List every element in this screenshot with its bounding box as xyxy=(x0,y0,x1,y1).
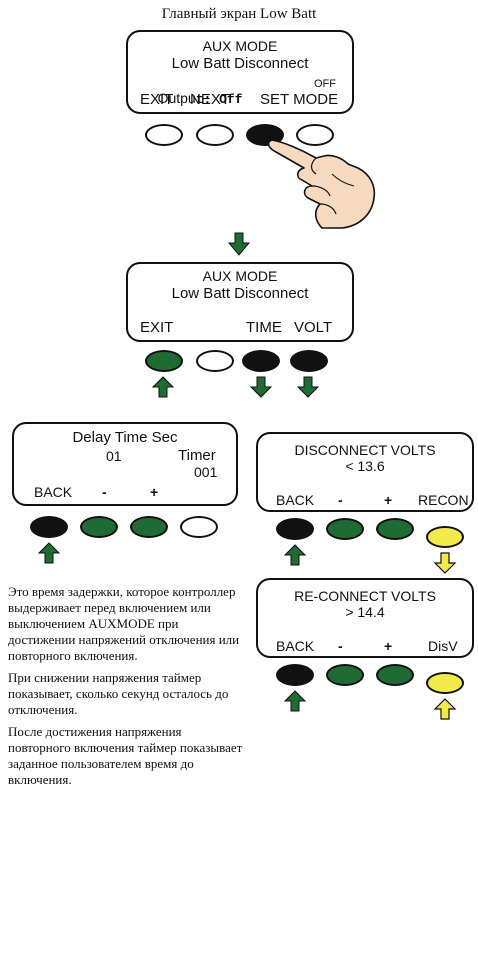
description-paragraph: Это время задержки, которое контроллер в… xyxy=(8,584,240,663)
disconnect-title: DISCONNECT VOLTS xyxy=(294,442,436,458)
reconnect-value: > 14.4 xyxy=(345,604,385,620)
up-arrow-icon xyxy=(433,698,457,720)
softkey-label-exit: EXIT xyxy=(140,91,174,108)
reconnect-title: RE-CONNECT VOLTS xyxy=(294,588,436,604)
softkey-label-back: BACK xyxy=(276,492,315,508)
softkey-label-time: TIME xyxy=(246,319,282,336)
output-value: t: Off xyxy=(195,92,243,107)
lcd-screen-reconnect-volts: RE-CONNECT VOLTS > 14.4 BACK - + DisV xyxy=(256,578,474,658)
softkey-label-set-mode: SET MODE xyxy=(260,91,339,108)
up-arrow-icon xyxy=(283,544,307,566)
softkey-label-minus: - xyxy=(338,638,343,654)
down-arrow-icon xyxy=(249,376,273,398)
output-label-text: Outpu xyxy=(157,90,196,106)
button-back[interactable] xyxy=(276,518,314,540)
diagram-title: Главный экран Low Batt xyxy=(161,6,317,22)
button-disv[interactable] xyxy=(426,672,464,694)
button-back[interactable] xyxy=(276,664,314,686)
button-volt[interactable] xyxy=(290,350,328,372)
softkey-label-back: BACK xyxy=(34,484,73,500)
button-plus[interactable] xyxy=(130,516,168,538)
description-paragraph: После достижения напряжения повторного в… xyxy=(8,724,243,787)
output-label: Output: Off xyxy=(142,74,243,124)
softkey-label-volt: VOLT xyxy=(294,319,333,336)
softkey-label-disv: DisV xyxy=(428,638,458,654)
screen-line-low-batt: Low Batt Disconnect xyxy=(171,285,309,302)
softkey-label-plus: + xyxy=(150,484,159,500)
up-arrow-icon xyxy=(283,690,307,712)
button-4[interactable] xyxy=(180,516,218,538)
softkey-label-minus: - xyxy=(102,484,107,500)
delay-value: 01 xyxy=(106,448,122,464)
softkey-label-plus: + xyxy=(384,638,393,654)
down-arrow-icon xyxy=(433,552,457,574)
button-recon[interactable] xyxy=(426,526,464,548)
button-2[interactable] xyxy=(196,350,234,372)
button-minus[interactable] xyxy=(326,664,364,686)
softkey-label-minus: - xyxy=(338,492,343,508)
lcd-screen-low-batt-menu: AUX MODE Low Batt Disconnect EXIT TIME V… xyxy=(126,262,354,342)
pointing-hand-icon xyxy=(267,139,376,229)
timer-label: Timer xyxy=(178,447,216,464)
softkey-label-next: NEXT xyxy=(190,91,231,108)
screen-line-aux-mode: AUX MODE xyxy=(202,268,278,284)
delay-title: Delay Time Sec xyxy=(72,429,178,446)
up-arrow-icon xyxy=(151,376,175,398)
down-arrow-icon xyxy=(296,376,320,398)
softkey-label-recon: RECON xyxy=(418,492,469,508)
screen-line-aux-mode: AUX MODE xyxy=(202,38,278,54)
up-arrow-icon xyxy=(37,542,61,564)
button-plus[interactable] xyxy=(376,518,414,540)
softkey-label-exit: EXIT xyxy=(140,319,174,336)
disconnect-value: < 13.6 xyxy=(345,458,385,474)
button-minus[interactable] xyxy=(326,518,364,540)
button-4[interactable] xyxy=(296,124,334,146)
button-minus[interactable] xyxy=(80,516,118,538)
down-arrow-icon xyxy=(227,232,251,256)
button-plus[interactable] xyxy=(376,664,414,686)
softkey-label-plus: + xyxy=(384,492,393,508)
timer-value: 001 xyxy=(194,464,218,480)
screen-line-low-batt: Low Batt Disconnect xyxy=(171,55,309,72)
description-text: Это время задержки, которое контроллер в… xyxy=(8,584,246,794)
lcd-screen-disconnect-volts: DISCONNECT VOLTS < 13.6 BACK - + RECON xyxy=(256,432,474,512)
button-exit[interactable] xyxy=(145,350,183,372)
button-next[interactable] xyxy=(196,124,234,146)
lcd-screen-delay-time: Delay Time Sec 01 Timer 001 BACK - + xyxy=(12,422,238,506)
button-back[interactable] xyxy=(30,516,68,538)
output-status: OFF xyxy=(314,78,336,90)
softkey-label-back: BACK xyxy=(276,638,315,654)
button-time[interactable] xyxy=(242,350,280,372)
lcd-screen-main: AUX MODE Low Batt Disconnect Output: Off… xyxy=(126,30,354,114)
button-exit[interactable] xyxy=(145,124,183,146)
description-paragraph: При снижении напряжения таймер показывае… xyxy=(8,670,229,717)
